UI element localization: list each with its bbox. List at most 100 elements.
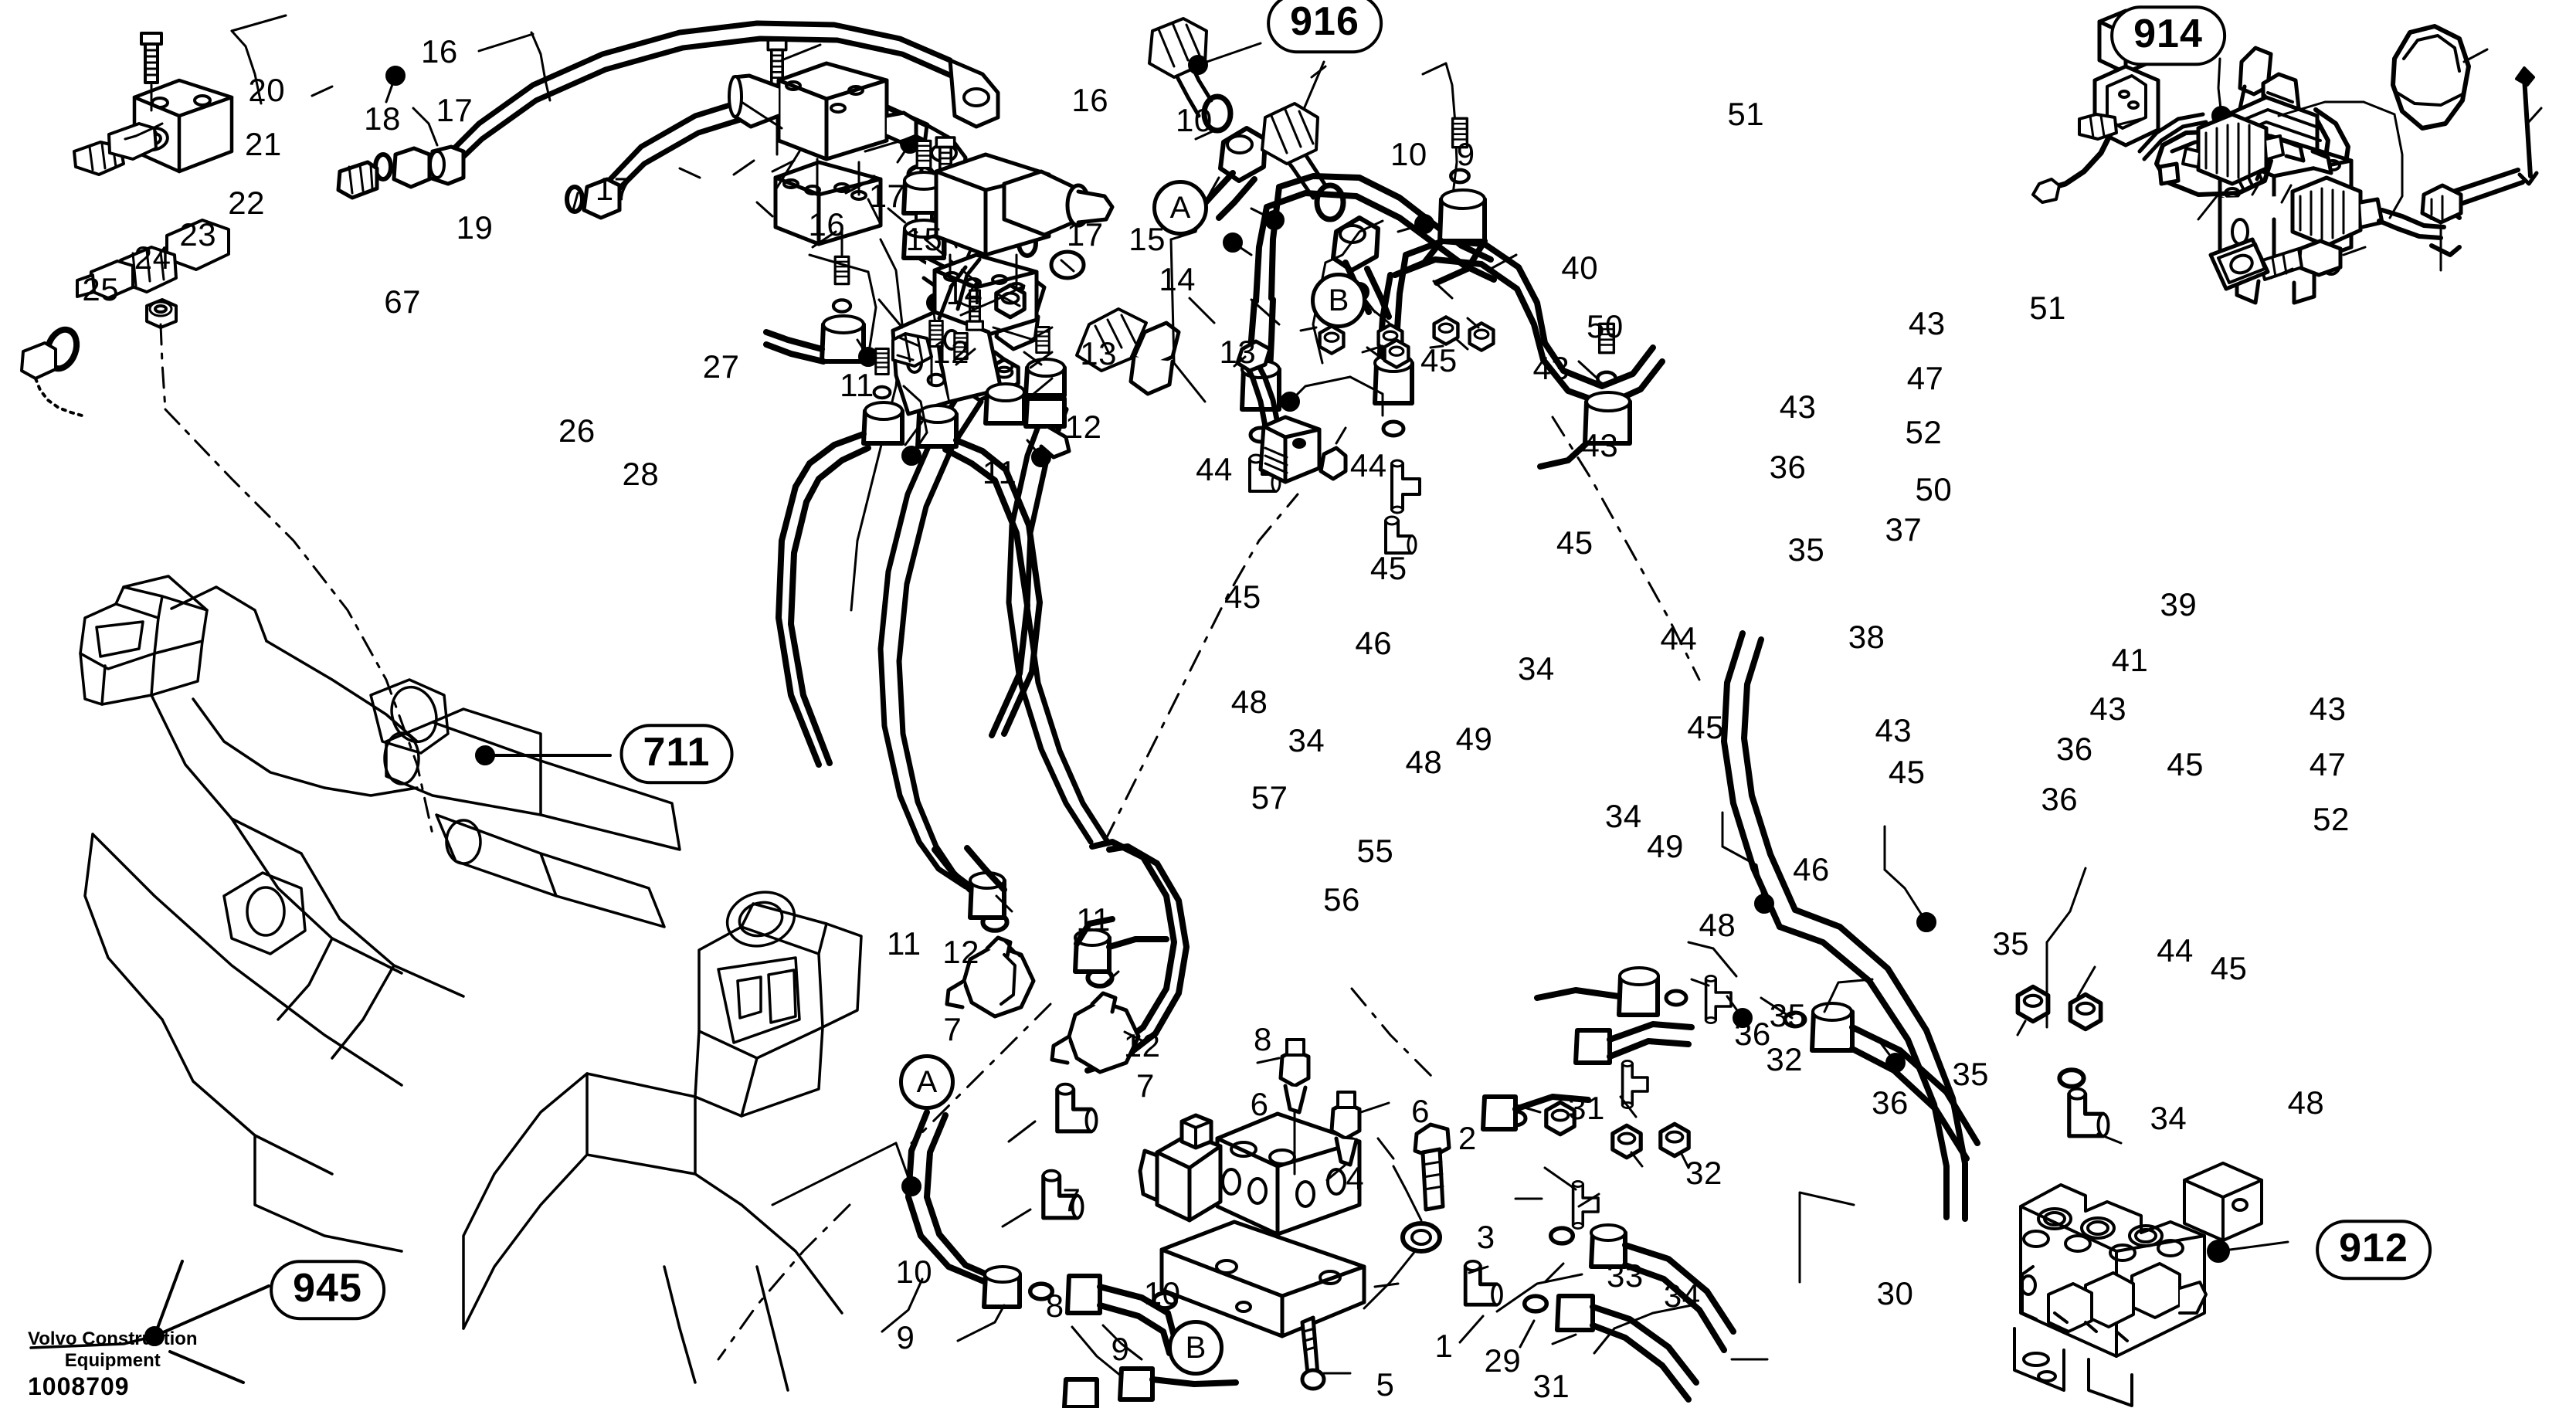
part-callout-14: 14 [1159, 261, 1196, 298]
part-callout-3: 3 [1476, 1218, 1495, 1255]
part-callout-12: 12 [1064, 409, 1102, 446]
part-callout-45: 45 [2210, 950, 2248, 987]
part-callout-57: 57 [1251, 779, 1288, 816]
part-callout-45: 45 [1888, 754, 1926, 791]
part-callout-43: 43 [1875, 712, 1912, 749]
part-callout-16: 16 [1071, 82, 1109, 119]
part-callout-36: 36 [2055, 731, 2093, 768]
part-callout-52: 52 [2313, 801, 2350, 838]
part-callout-34: 34 [1663, 1277, 1701, 1314]
part-callout-11: 11 [886, 925, 921, 962]
part-callout-35: 35 [1769, 997, 1807, 1034]
part-callout-32: 32 [1766, 1040, 1804, 1077]
part-callout-43: 43 [2089, 690, 2127, 727]
drawing-number: 1008709 [28, 1372, 130, 1400]
group-balloon-916: 916 [1267, 0, 1383, 53]
part-callout-13: 13 [1219, 333, 1257, 370]
part-callout-29: 29 [1484, 1342, 1522, 1379]
part-callout-7: 7 [1136, 1067, 1155, 1104]
part-callout-30: 30 [1876, 1275, 1914, 1312]
part-callout-11: 11 [982, 454, 1017, 490]
part-callout-5: 5 [1376, 1366, 1395, 1403]
part-callout-6: 6 [1250, 1086, 1269, 1123]
part-callout-9: 9 [896, 1318, 915, 1355]
part-callout-11: 11 [840, 367, 874, 404]
part-callout-48: 48 [1405, 744, 1443, 781]
part-callout-6: 6 [1411, 1092, 1430, 1129]
part-callout-25: 25 [82, 271, 120, 308]
part-callout-22: 22 [228, 184, 266, 221]
part-callout-16: 16 [421, 33, 458, 70]
group-balloon-914: 914 [2110, 5, 2226, 66]
part-callout-10: 10 [1143, 1275, 1181, 1312]
part-callout-21: 21 [245, 125, 282, 162]
part-callout-43: 43 [1779, 388, 1817, 426]
part-callout-15: 15 [1128, 221, 1166, 258]
part-callout-34: 34 [2150, 1099, 2187, 1136]
part-callout-12: 12 [1123, 1027, 1161, 1064]
part-callout-43: 43 [2309, 690, 2347, 727]
part-callout-38: 38 [1848, 618, 1885, 655]
part-callout-20: 20 [248, 72, 286, 109]
part-callout-40: 40 [1561, 249, 1599, 287]
part-callout-43: 43 [1908, 304, 1946, 341]
part-callout-45: 45 [1556, 524, 1593, 562]
part-callout-51: 51 [1727, 95, 1765, 132]
part-callout-44: 44 [1660, 619, 1698, 657]
part-callout-31: 31 [1532, 1367, 1570, 1404]
part-callout-33: 33 [1607, 1257, 1644, 1294]
part-callout-13: 13 [1080, 334, 1117, 372]
part-callout-48: 48 [1699, 906, 1736, 943]
part-callout-47: 47 [1906, 360, 1944, 397]
part-callout-43: 43 [1532, 350, 1570, 387]
part-callout-10: 10 [1176, 102, 1213, 139]
part-callout-41: 41 [2111, 642, 2149, 679]
part-callout-49: 49 [1455, 721, 1493, 758]
part-callout-7: 7 [1062, 1181, 1081, 1218]
part-callout-45: 45 [1369, 549, 1407, 586]
part-callout-17: 17 [868, 177, 906, 214]
continuation-ref-a: A [899, 1054, 955, 1110]
part-callout-1: 1 [1434, 1327, 1454, 1364]
part-callout-8: 8 [1253, 1020, 1272, 1057]
continuation-ref-b: B [1168, 1320, 1224, 1376]
part-callout-45: 45 [2167, 745, 2204, 782]
part-callout-16: 16 [808, 205, 846, 243]
part-callout-17: 17 [1066, 215, 1104, 253]
part-callout-10: 10 [1390, 135, 1427, 172]
part-callout-31: 31 [1568, 1089, 1605, 1126]
part-callout-24: 24 [134, 239, 171, 277]
part-callout-12: 12 [932, 333, 969, 370]
group-balloon-945: 945 [270, 1260, 385, 1320]
part-callout-28: 28 [622, 456, 660, 493]
part-callout-15: 15 [905, 221, 943, 258]
part-callout-45: 45 [1420, 341, 1458, 378]
part-callout-35: 35 [1952, 1056, 1990, 1093]
part-callout-8: 8 [1045, 1287, 1064, 1324]
part-callout-49: 49 [1647, 827, 1684, 864]
part-callout-19: 19 [456, 209, 494, 246]
part-callout-36: 36 [2041, 781, 2079, 818]
part-callout-39: 39 [2160, 586, 2198, 623]
part-callout-36: 36 [1872, 1084, 1909, 1121]
part-callout-45: 45 [1687, 708, 1724, 745]
group-balloon-711: 711 [619, 724, 734, 784]
part-callout-48: 48 [1230, 684, 1268, 721]
company-line-1: Volvo Construction [28, 1328, 198, 1349]
part-callout-27: 27 [702, 348, 740, 385]
part-callout-17: 17 [595, 171, 633, 208]
part-callout-17: 17 [436, 92, 473, 129]
part-callout-34: 34 [1517, 650, 1555, 687]
part-callout-44: 44 [1349, 447, 1387, 484]
part-callout-35: 35 [1787, 531, 1825, 568]
part-callout-56: 56 [1323, 881, 1360, 918]
part-callout-36: 36 [1734, 1016, 1771, 1053]
part-callout-36: 36 [1769, 449, 1807, 486]
part-callout-52: 52 [1905, 413, 1943, 450]
continuation-ref-a: A [1152, 180, 1208, 236]
part-callout-35: 35 [1992, 925, 2030, 962]
group-balloon-912: 912 [2316, 1220, 2432, 1280]
part-callout-4: 4 [1346, 1159, 1365, 1196]
